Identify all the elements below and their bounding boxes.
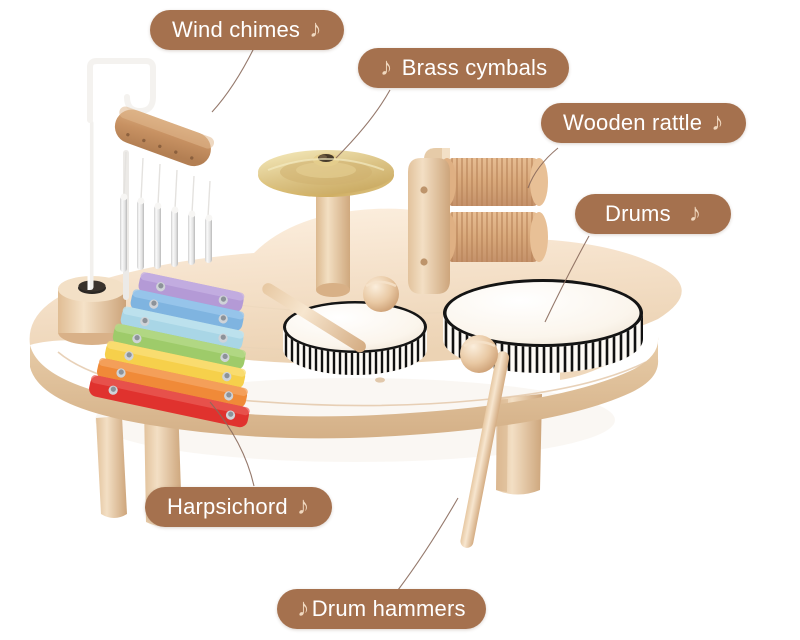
wooden-rattle-instrument	[408, 148, 548, 294]
callout-brass-cymbals-label: Brass cymbals	[401, 55, 548, 80]
callout-drum-hammers-label: Drum hammers	[311, 596, 466, 621]
callout-drum-hammers[interactable]: ♪ Drum hammers	[277, 589, 486, 629]
leader-drums	[544, 235, 590, 323]
music-note-icon: ♪	[380, 52, 393, 81]
leader-wind-chimes	[211, 47, 255, 113]
callout-wooden-rattle-label: Wooden rattle	[563, 110, 703, 135]
xylophone-keys	[89, 272, 250, 428]
music-note-icon: ♪	[309, 14, 322, 43]
leader-brass-cymbals	[335, 89, 391, 159]
callout-drums[interactable]: Drums ♪	[575, 194, 732, 234]
callout-drums-label: Drums	[605, 201, 671, 226]
leader-wooden-rattle	[527, 147, 559, 189]
music-note-icon: ♪	[296, 491, 310, 520]
callout-wind-chimes-label: Wind chimes	[172, 17, 301, 42]
leader-drum-hammers	[397, 497, 459, 591]
callout-wooden-rattle[interactable]: Wooden rattle ♪	[541, 103, 746, 143]
callout-harpsichord[interactable]: Harpsichord ♪	[145, 487, 332, 527]
callout-harpsichord-label: Harpsichord	[167, 494, 288, 519]
callout-brass-cymbals[interactable]: ♪ Brass cymbals	[358, 48, 570, 88]
brass-cymbal-instrument	[258, 150, 394, 297]
wind-chimes-instrument	[58, 58, 215, 345]
music-note-icon: ♪	[297, 593, 310, 622]
leader-harpsichord	[209, 401, 255, 487]
music-note-icon: ♪	[688, 198, 702, 227]
music-note-icon: ♪	[711, 107, 724, 136]
callout-wind-chimes[interactable]: Wind chimes ♪	[150, 10, 344, 50]
drum-hammers	[262, 276, 510, 548]
leader-lines	[209, 47, 590, 591]
